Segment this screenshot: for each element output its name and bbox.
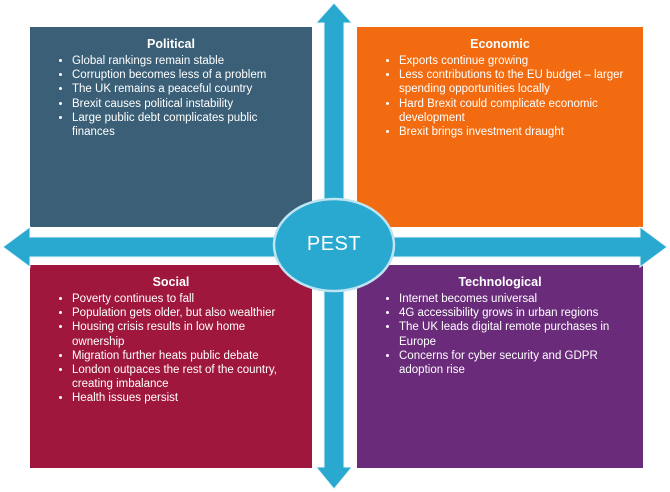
economic-quadrant: Economic Exports continue growing Less c… [357, 27, 643, 227]
list-item: Large public debt complicates public fin… [72, 111, 300, 139]
list-item: Brexit brings investment draught [399, 125, 631, 139]
list-item: London outpaces the rest of the country,… [72, 363, 300, 391]
list-item: Migration further heats public debate [72, 349, 300, 363]
technological-title: Technological [458, 275, 542, 289]
technological-list: Internet becomes universal 4G accessibil… [369, 292, 631, 377]
economic-list: Exports continue growing Less contributi… [369, 54, 631, 139]
list-item: Housing crisis results in low home owner… [72, 320, 300, 348]
list-item: Corruption becomes less of a problem [72, 68, 300, 82]
list-item: Internet becomes universal [399, 292, 631, 306]
social-list: Poverty continues to fall Population get… [42, 292, 300, 406]
pest-center-label: PEST [306, 233, 362, 255]
political-title: Political [147, 37, 195, 51]
list-item: The UK leads digital remote purchases in… [399, 320, 631, 348]
political-quadrant: Political Global rankings remain stable … [30, 27, 312, 227]
pest-center-circle [272, 197, 396, 293]
list-item: Population gets older, but also wealthie… [72, 306, 300, 320]
political-list: Global rankings remain stable Corruption… [42, 54, 300, 139]
list-item: Concerns for cyber security and GDPR ado… [399, 349, 631, 377]
economic-title: Economic [470, 37, 530, 51]
list-item: Exports continue growing [399, 54, 631, 68]
list-item: Hard Brexit could complicate economic de… [399, 97, 631, 125]
list-item: Global rankings remain stable [72, 54, 300, 68]
list-item: Poverty continues to fall [72, 292, 300, 306]
social-title: Social [152, 275, 190, 289]
social-quadrant: Social Poverty continues to fall Populat… [30, 265, 312, 468]
list-item: 4G accessibility grows in urban regions [399, 306, 631, 320]
list-item: Brexit causes political instability [72, 97, 300, 111]
list-item: Less contributions to the EU budget – la… [399, 68, 631, 96]
list-item: Health issues persist [72, 391, 300, 405]
list-item: The UK remains a peaceful country [72, 82, 300, 96]
technological-quadrant: Technological Internet becomes universal… [357, 265, 643, 468]
